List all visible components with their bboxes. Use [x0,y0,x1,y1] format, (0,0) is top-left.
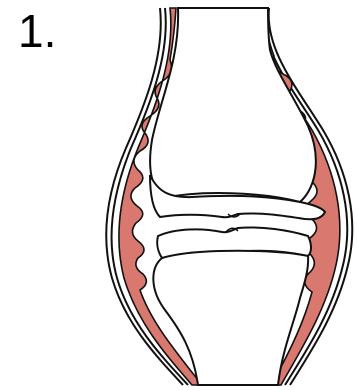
upper-bone-end [150,8,316,202]
